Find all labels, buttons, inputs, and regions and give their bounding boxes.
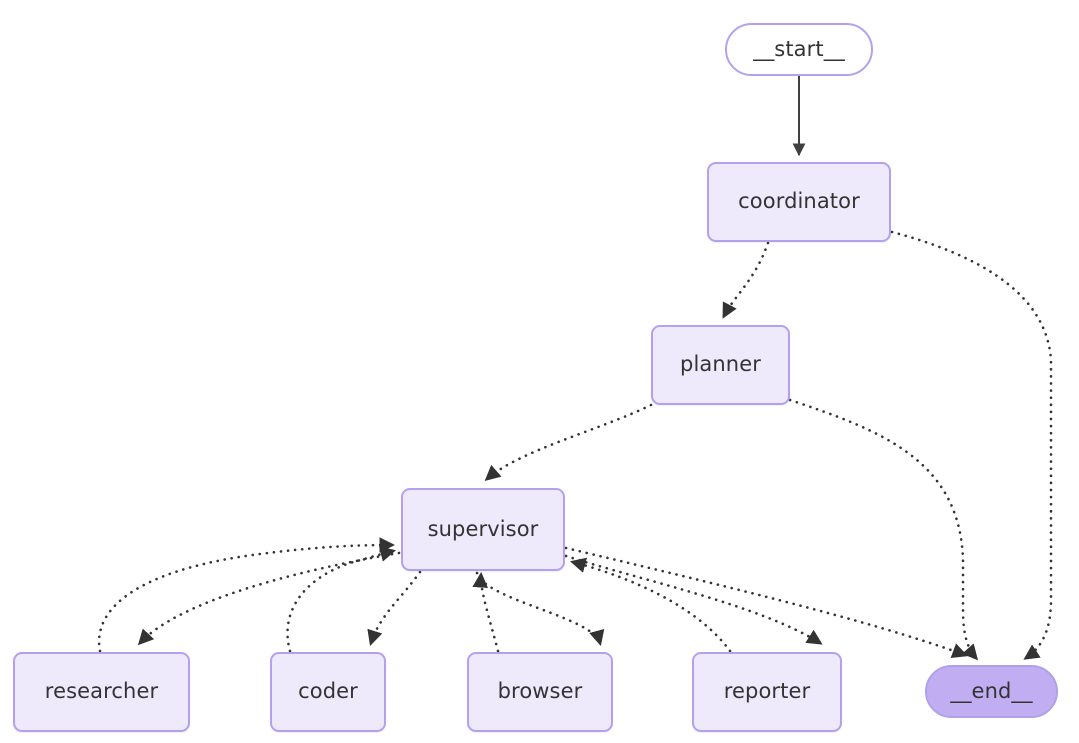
edge-supervisor-to-end bbox=[564, 546, 968, 659]
edge-researcher-to-supervisor bbox=[97, 537, 396, 653]
node-researcher[interactable]: researcher bbox=[13, 652, 190, 732]
edge-paths-group bbox=[97, 76, 1053, 661]
edge-planner-to-supervisor bbox=[484, 403, 653, 482]
node-coordinator[interactable]: coordinator bbox=[707, 162, 891, 242]
edge-reporter-to-supervisor bbox=[569, 557, 732, 653]
node-reporter[interactable]: reporter bbox=[692, 652, 842, 732]
edge-coordinator-to-planner bbox=[722, 241, 770, 319]
node-coordinator-label: coordinator bbox=[738, 189, 860, 214]
edge-supervisor-to-browser bbox=[475, 571, 605, 647]
node-end[interactable]: __end__ bbox=[925, 665, 1058, 718]
node-coder[interactable]: coder bbox=[270, 652, 386, 732]
node-planner[interactable]: planner bbox=[651, 325, 790, 405]
edge-supervisor-to-coder bbox=[367, 570, 422, 646]
edge-browser-to-supervisor bbox=[472, 571, 500, 653]
node-start-label: __start__ bbox=[753, 36, 845, 61]
node-supervisor-label: supervisor bbox=[427, 516, 539, 541]
node-researcher-label: researcher bbox=[44, 679, 159, 704]
edge-coder-to-supervisor bbox=[286, 546, 397, 653]
node-browser-label: browser bbox=[497, 679, 583, 704]
node-planner-label: planner bbox=[680, 352, 761, 377]
edge-planner-to-end bbox=[788, 398, 979, 661]
edge-coordinator-to-end bbox=[890, 230, 1053, 660]
node-supervisor[interactable]: supervisor bbox=[401, 488, 565, 571]
edge-supervisor-to-reporter bbox=[564, 554, 823, 645]
edge-supervisor-to-researcher bbox=[137, 551, 401, 646]
node-coder-label: coder bbox=[298, 679, 358, 704]
node-reporter-label: reporter bbox=[723, 679, 811, 704]
node-start[interactable]: __start__ bbox=[725, 23, 873, 76]
node-browser[interactable]: browser bbox=[467, 652, 613, 732]
node-end-label: __end__ bbox=[950, 678, 1033, 703]
